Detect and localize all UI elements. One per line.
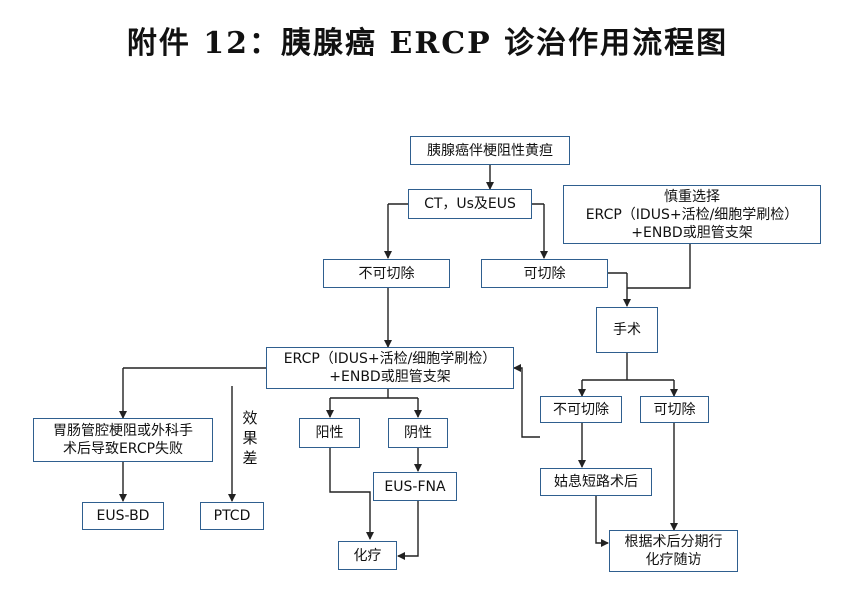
node-imaging-label: CT，Us及EUS [424,196,516,212]
arrow-positive-to-chemo [329,448,374,540]
node-eus-fna-label: EUS-FNA [384,478,446,495]
node-gi-obstruction: 胃肠管腔梗阻或外科手 术后导致ERCP失败 [33,418,213,462]
node-eus-bd-label: EUS-BD [96,508,150,524]
node-careful-selection: 慎重选择 ERCP（IDUS+活检/细胞学刷检） +ENBD或胆管支架 [563,185,821,244]
node-surgery: 手术 [596,307,658,353]
node-palliative-label: 姑息短路术后 [554,474,638,490]
node-ptcd-label: PTCD [213,508,251,524]
node-unresectable-label: 不可切除 [358,265,415,282]
line-surgery-branches [582,353,674,381]
node-chemo-label: 化疗 [353,547,382,564]
node-careful-selection-label: 慎重选择 ERCP（IDUS+活检/细胞学刷检） +ENBD或胆管支架 [585,188,799,241]
node-eus-bd: EUS-BD [82,502,164,530]
node-gi-obstruction-label: 胃肠管腔梗阻或外科手 术后导致ERCP失败 [53,423,193,457]
node-chemo: 化疗 [338,541,397,570]
node-resectable: 可切除 [481,259,608,288]
node-surgery-label: 手术 [613,322,641,338]
node-post-unresectable: 不可切除 [540,396,622,423]
node-negative-label: 阴性 [404,425,432,441]
node-ercp-label: ERCP（IDUS+活检/细胞学刷检） +ENBD或胆管支架 [283,351,497,385]
node-imaging: CT，Us及EUS [408,189,532,219]
node-positive: 阳性 [299,418,360,448]
node-start-label: 胰腺癌伴梗阻性黄疸 [427,142,553,159]
node-post-resectable-label: 可切除 [653,401,696,418]
arrow-eusfna-to-chemo [397,501,419,560]
node-ptcd: PTCD [200,502,264,530]
page-title: 附件 12：胰腺癌 ERCP 诊治作用流程图 [126,26,729,61]
node-followup: 根据术后分期行 化疗随访 [609,530,738,572]
node-eus-fna: EUS-FNA [373,472,457,501]
line-ercp-lower-branches [330,389,418,399]
node-start: 胰腺癌伴梗阻性黄疸 [410,136,570,165]
arrow-palliative-to-ercp [513,364,540,438]
arrow-palliative-to-followup [595,496,609,547]
node-resectable-label: 可切除 [523,265,566,282]
node-unresectable: 不可切除 [323,259,450,288]
node-negative: 阴性 [388,418,448,448]
node-post-resectable: 可切除 [640,396,709,423]
node-ercp: ERCP（IDUS+活检/细胞学刷检） +ENBD或胆管支架 [266,347,514,389]
node-post-unresectable-label: 不可切除 [553,401,609,418]
node-palliative: 姑息短路术后 [540,468,652,496]
node-positive-label: 阳性 [315,425,344,441]
node-followup-label: 根据术后分期行 化疗随访 [624,534,723,568]
line-careful-to-merge [627,244,691,289]
label-poor-effect: 效 果 差 [242,409,258,467]
